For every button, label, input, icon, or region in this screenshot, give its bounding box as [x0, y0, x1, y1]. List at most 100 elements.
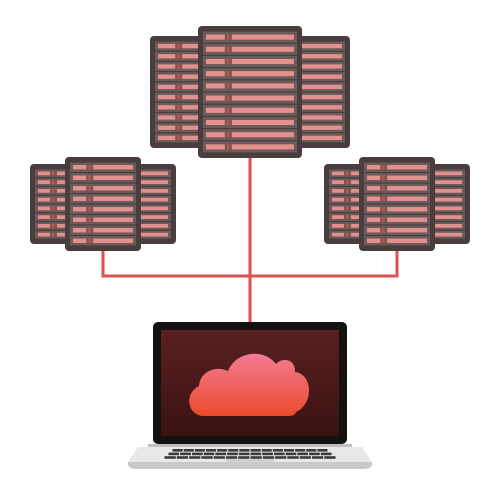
server-slot — [133, 197, 168, 202]
connection-line — [101, 245, 399, 278]
server-slot — [427, 224, 462, 228]
server-slot — [158, 105, 176, 110]
server-slot — [286, 64, 342, 69]
server-slot — [231, 107, 294, 113]
keyboard-key — [250, 456, 262, 459]
keyboard-key — [205, 449, 217, 452]
server-slot — [427, 232, 462, 237]
keyboard-key — [228, 449, 239, 452]
server-slot — [93, 228, 133, 233]
server-slot — [206, 46, 225, 52]
keyboard-key — [285, 452, 297, 456]
server-unit — [203, 141, 297, 153]
server-unit — [70, 162, 136, 172]
server-slot — [332, 206, 344, 211]
server-unit — [364, 162, 430, 172]
server-slot — [73, 238, 87, 243]
server-led — [177, 94, 180, 100]
server-unit — [364, 215, 430, 225]
server-led — [226, 58, 230, 65]
server-slot — [231, 95, 294, 101]
server-unit — [203, 92, 297, 104]
server-slot — [38, 224, 50, 228]
server-slot — [231, 132, 294, 138]
server-led — [177, 43, 180, 49]
server-slot — [73, 217, 87, 222]
keyboard-key — [180, 452, 191, 456]
server-slot — [367, 186, 381, 191]
server-slot — [286, 84, 342, 90]
laptop — [128, 322, 372, 469]
server-slot — [158, 74, 176, 79]
server-slot — [206, 132, 225, 138]
server-slot — [427, 171, 462, 176]
server-unit — [364, 173, 430, 183]
server-led — [52, 215, 55, 219]
server-slot — [158, 135, 176, 141]
server-slot — [231, 119, 294, 126]
server-led — [226, 119, 230, 126]
server-led — [52, 224, 55, 228]
server-led — [226, 71, 230, 77]
server-unit — [364, 183, 430, 193]
server-slot — [231, 83, 294, 89]
server-slot — [367, 238, 381, 243]
server-slot — [73, 228, 87, 233]
keyboard-key — [297, 452, 309, 456]
server-slot — [38, 215, 50, 219]
server-slot — [387, 217, 427, 222]
server-slot — [387, 207, 427, 212]
keyboard-key — [306, 449, 317, 452]
server-slot — [73, 165, 87, 170]
server-slot — [206, 58, 225, 65]
server-slot — [427, 189, 462, 193]
server-slot — [332, 171, 344, 176]
server-slot — [206, 144, 225, 150]
server-led — [88, 207, 91, 212]
server-led — [177, 135, 180, 141]
keyboard-key — [227, 452, 238, 456]
server-slot — [231, 71, 294, 77]
server-slot — [286, 105, 342, 110]
server-led — [346, 189, 349, 193]
keyboard-key — [215, 452, 227, 456]
server-unit — [70, 183, 136, 193]
server-slot — [133, 171, 168, 176]
keyboard-key — [225, 456, 238, 459]
server-cluster-right — [324, 157, 470, 251]
server-led — [382, 207, 385, 212]
server-slot — [231, 144, 294, 150]
server-slot — [158, 115, 176, 120]
server-led — [52, 197, 55, 202]
server-led — [382, 175, 385, 180]
server-slot — [206, 119, 225, 126]
keyboard-key — [213, 456, 225, 459]
keyboard-key — [217, 449, 228, 452]
server-slot — [73, 186, 87, 191]
server-led — [52, 232, 55, 237]
server-slot — [133, 224, 168, 228]
server-slot — [158, 84, 176, 90]
server-cluster-top — [150, 26, 350, 158]
server-unit — [70, 194, 136, 204]
server-slot — [231, 46, 294, 52]
server-slot — [332, 180, 344, 184]
server-led — [382, 186, 385, 191]
keyboard-key — [191, 452, 203, 456]
server-slot — [332, 215, 344, 219]
server-slot — [367, 196, 381, 201]
server-led — [177, 125, 180, 130]
server-unit — [203, 80, 297, 92]
laptop-base-edge — [128, 462, 372, 469]
laptop-trackpad — [226, 459, 274, 463]
server-slot — [133, 189, 168, 193]
server-led — [226, 144, 230, 150]
server-led — [177, 105, 180, 110]
server-slot — [93, 238, 133, 243]
server-slot — [206, 71, 225, 77]
server-slot — [158, 94, 176, 100]
server-slot — [73, 196, 87, 201]
server-slot — [133, 232, 168, 237]
server-slot — [367, 165, 381, 170]
